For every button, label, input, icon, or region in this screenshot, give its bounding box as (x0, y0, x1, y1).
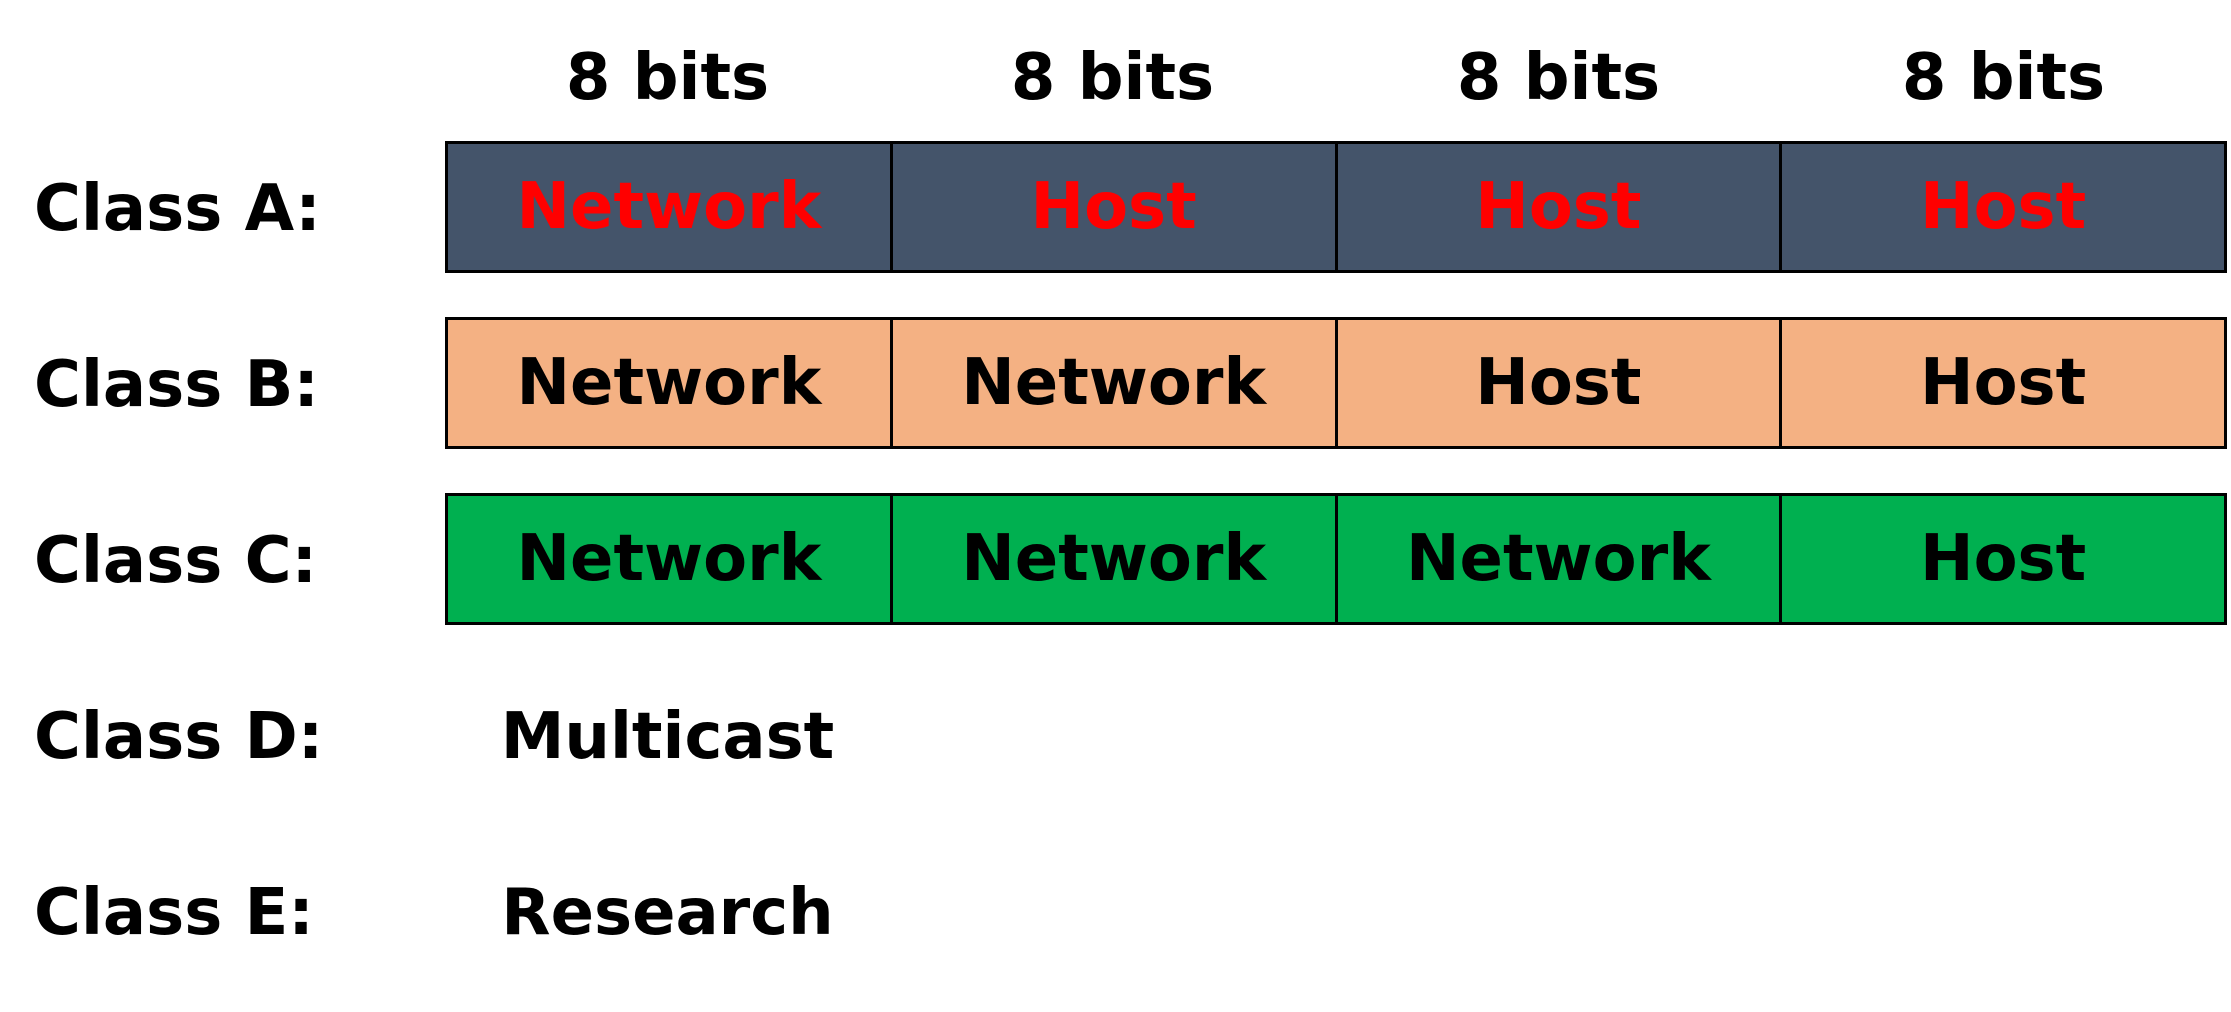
column-header-octet-3: 8 bits (1456, 41, 1661, 115)
class-c-octet-1: Network (448, 496, 893, 622)
class-b-octet-3: Host (1338, 320, 1783, 446)
class-e-label: Class E: (34, 876, 314, 950)
class-a-label: Class A: (34, 172, 321, 246)
class-b-row: Network Network Host Host (445, 317, 2227, 449)
column-header-octet-4: 8 bits (1901, 41, 2106, 115)
class-c-octet-4: Host (1920, 522, 2087, 596)
class-a-octet-2: Host (893, 144, 1338, 270)
class-a-octet-4: Host (1920, 170, 2087, 244)
class-d-description: Multicast (500, 700, 835, 774)
class-c-label: Class C: (34, 524, 318, 598)
column-header-octet-1: 8 bits (565, 41, 770, 115)
class-a-octet-3: Host (1338, 144, 1783, 270)
class-a-row: Network Host Host Host (445, 141, 2227, 273)
class-e-description: Research (501, 876, 834, 950)
class-c-octet-2: Network (893, 496, 1338, 622)
class-b-octet-4: Host (1920, 346, 2087, 420)
class-c-octet-3: Network (1338, 496, 1783, 622)
class-d-label: Class D: (34, 700, 324, 774)
class-b-octet-2: Network (893, 320, 1338, 446)
class-b-octet-1: Network (448, 320, 893, 446)
column-header-octet-2: 8 bits (1010, 41, 1215, 115)
class-b-label: Class B: (34, 348, 319, 422)
class-a-octet-1: Network (448, 144, 893, 270)
class-c-row: Network Network Network Host (445, 493, 2227, 625)
